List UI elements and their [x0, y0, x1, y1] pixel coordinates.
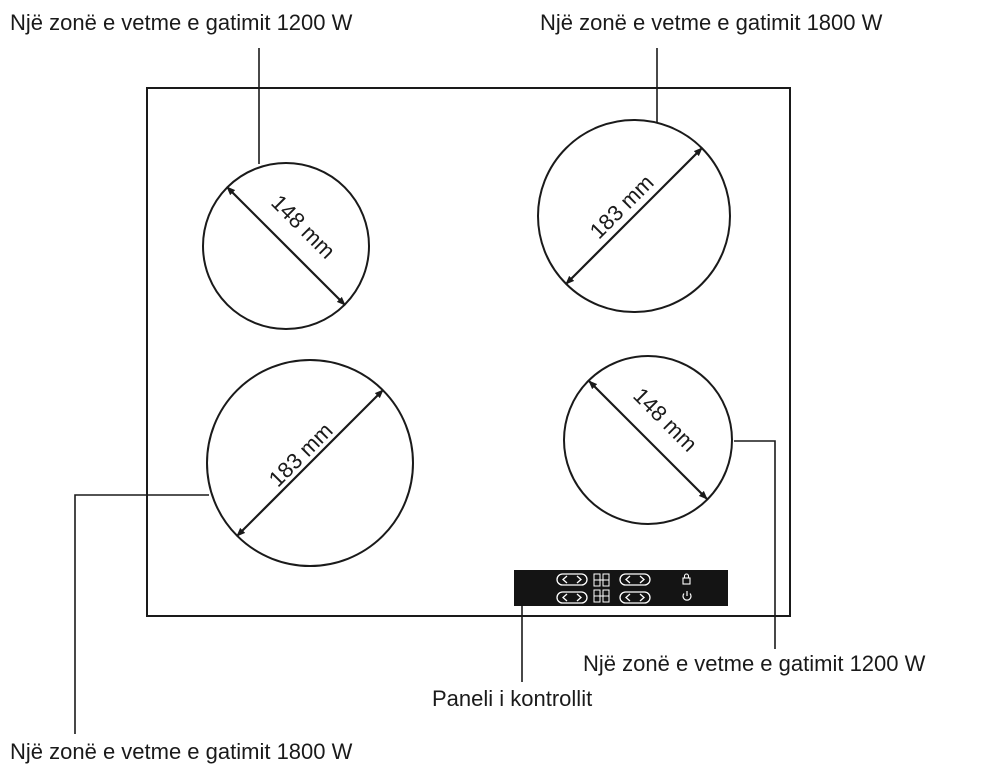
zone-display — [593, 573, 610, 603]
zone-control-bottom-right[interactable] — [619, 591, 651, 604]
zone-control-top-left[interactable] — [556, 573, 588, 586]
label-top-right-zone: Një zonë e vetme e gatimit 1800 W — [540, 10, 883, 35]
dimension-arrow-bottom-left — [236, 389, 384, 537]
dimension-arrow-top-left — [226, 186, 346, 306]
dimension-arrow-top-right — [565, 147, 703, 285]
dimension-arrow-bottom-right — [588, 380, 708, 500]
lock-icon[interactable] — [682, 573, 691, 585]
leader-bottom-left — [74, 494, 209, 734]
power-icon[interactable] — [682, 591, 692, 601]
label-bottom-right-zone: Një zonë e vetme e gatimit 1200 W — [583, 651, 926, 676]
zone-control-top-right[interactable] — [619, 573, 651, 586]
label-control-panel: Paneli i kontrollit — [432, 686, 592, 711]
hob-outline — [146, 87, 791, 617]
label-bottom-left-zone: Një zonë e vetme e gatimit 1800 W — [10, 739, 353, 764]
zone-control-bottom-left[interactable] — [556, 591, 588, 604]
label-top-left-zone: Një zonë e vetme e gatimit 1200 W — [10, 10, 353, 35]
control-panel — [514, 570, 728, 606]
leader-bottom-right — [734, 440, 776, 649]
